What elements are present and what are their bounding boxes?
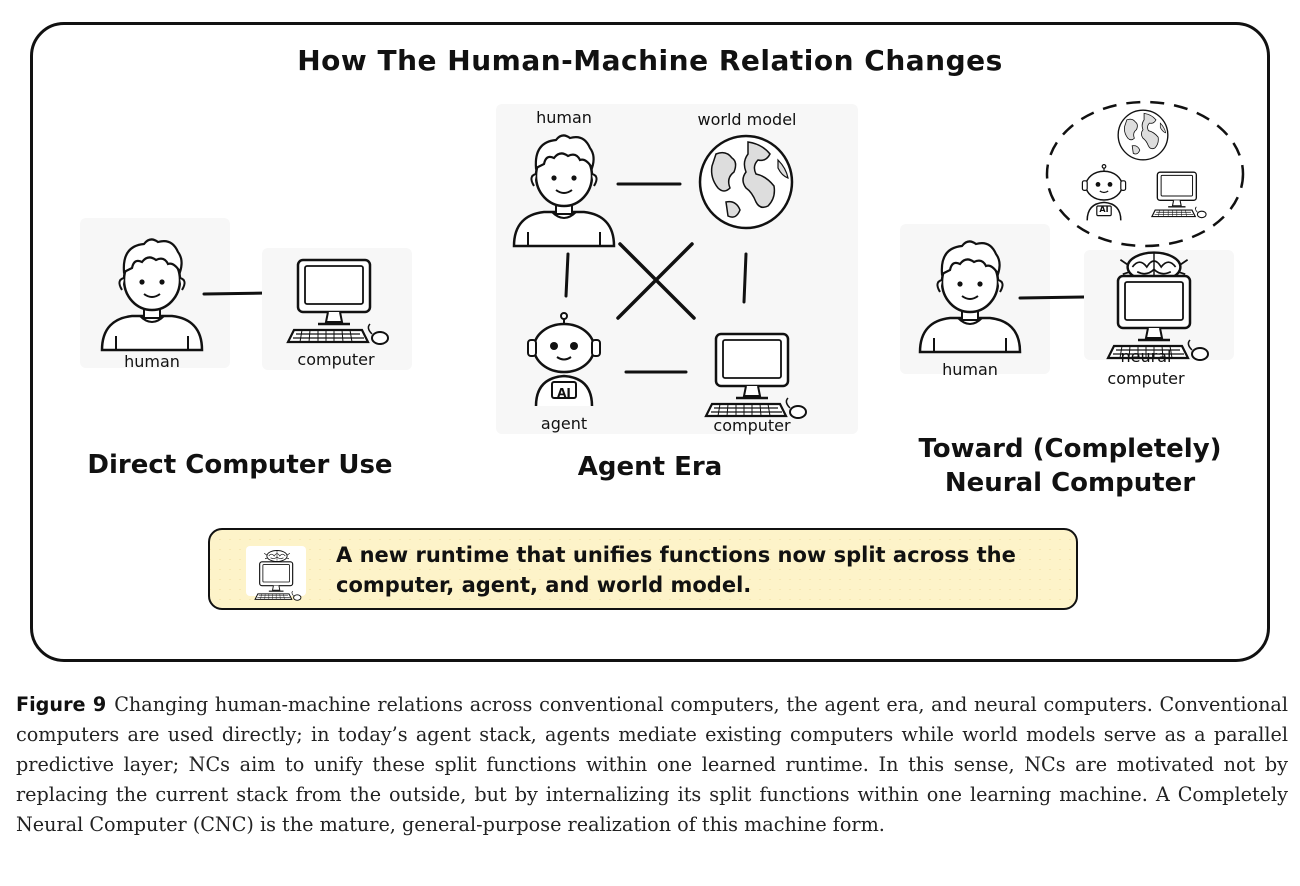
callout-text: A new runtime that unifies functions now… (336, 540, 1056, 600)
agent-era-connections (564, 182, 748, 374)
diagram-title: How The Human-Machine Relation Changes (297, 44, 1003, 77)
section-heading-neural-line2: Neural Computer (944, 468, 1196, 498)
ai-badge-agent: AI (557, 386, 571, 400)
connection-world-model-computer (742, 252, 748, 304)
section-heading-neural-line1: Toward (Completely) (918, 434, 1222, 464)
unified-runtime-dashed-ellipse (1045, 100, 1245, 248)
computer-icon-small (1151, 171, 1207, 219)
connection-line-direct (202, 291, 270, 296)
diagram-frame (30, 22, 1270, 662)
human-label-direct: human (124, 352, 180, 371)
ai-badge-small: AI (1099, 205, 1109, 214)
neural-computer-label-line1: neural (1120, 347, 1172, 366)
callout-neural-computer-icon (254, 561, 302, 601)
section-heading-direct: Direct Computer Use (87, 450, 393, 480)
section-heading-neural: Toward (Completely) Neural Computer (900, 432, 1240, 500)
agent-label: agent (540, 414, 588, 433)
computer-icon-agent-era (704, 332, 808, 420)
callout-text-line2: computer, agent, and world model. (336, 573, 752, 597)
robot-icon-small (1081, 163, 1127, 222)
globe-icon-small (1117, 109, 1169, 161)
connection-line-neural (1018, 295, 1086, 300)
computer-icon-direct (286, 258, 390, 346)
callout-text-line1: A new runtime that unifies functions now… (336, 543, 1016, 567)
computer-label-agent-era: computer (713, 416, 791, 435)
connection-agent-world-model (616, 242, 694, 320)
unified-runtime-callout: A new runtime that unifies functions now… (208, 528, 1078, 610)
neural-computer-label-line2: computer (1107, 369, 1185, 388)
section-heading-agent-era: Agent Era (577, 452, 723, 482)
world-model-label: world model (697, 110, 797, 129)
figure-label: Figure 9 (16, 693, 107, 716)
human-label-neural: human (942, 360, 998, 379)
connection-human-agent (564, 252, 570, 298)
caption-text: Changing human-machine relations across … (16, 693, 1288, 836)
neural-computer-label: neural computer (1096, 346, 1196, 390)
human-figure-direct (100, 238, 204, 352)
human-figure-neural (918, 240, 1022, 354)
human-label-agent-era: human (536, 108, 592, 127)
computer-label-direct: computer (297, 350, 375, 369)
